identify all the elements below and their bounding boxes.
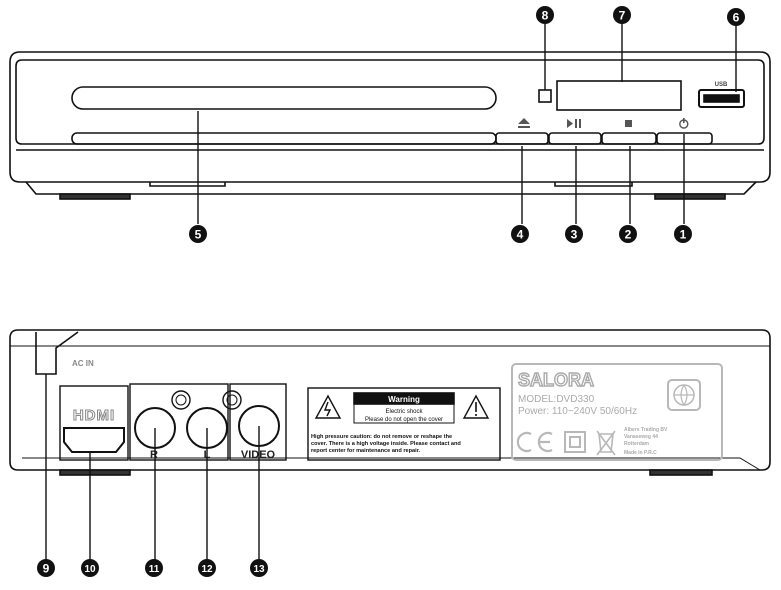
- hdmi-port: [63, 427, 125, 453]
- front-callout-lines: [197, 24, 737, 224]
- company-line-3: Rotterdam: [624, 441, 650, 447]
- ac-in-label: AC IN: [72, 359, 94, 368]
- disc-tray[interactable]: [71, 86, 497, 110]
- svg-text:10: 10: [84, 564, 96, 575]
- eject-button[interactable]: [495, 132, 549, 145]
- callout-2: 2: [619, 225, 637, 243]
- svg-text:4: 4: [517, 228, 524, 242]
- power-icon-ring: [679, 119, 689, 129]
- brand-logo: SALORA: [518, 370, 594, 390]
- warning-line-2: Please do not open the cover: [365, 417, 443, 423]
- caution-line-2: cover. There is a high voltage inside. P…: [311, 441, 461, 447]
- callout-13: 13: [250, 559, 268, 577]
- ac-in-cable: [35, 331, 79, 375]
- warning-line-1: Electric shock: [385, 409, 423, 415]
- svg-text:13: 13: [253, 564, 265, 575]
- callout-1: 1: [674, 225, 692, 243]
- weee-bin-icon: [596, 430, 616, 456]
- callout-7: 7: [613, 6, 631, 24]
- power-text: Power: 110~240V 50/60Hz: [518, 406, 637, 417]
- model-text: MODEL:DVD330: [518, 394, 595, 405]
- callout-5: 5: [189, 225, 207, 243]
- caution-line-3: report center for maintenance and repair…: [311, 448, 421, 454]
- remote-sensor: [538, 89, 552, 103]
- rating-plate: [511, 363, 723, 461]
- globe-icon: [667, 379, 701, 411]
- warning-triangle-right-icon: [462, 394, 490, 419]
- usb-port[interactable]: [698, 89, 745, 108]
- callout-8: 8: [536, 6, 554, 24]
- caution-line-1: High pressure caution: do not remove or …: [311, 434, 452, 440]
- warning-triangle-left-icon: [314, 394, 342, 419]
- rear-callout-lines: [45, 374, 260, 560]
- callout-6: 6: [727, 8, 745, 26]
- callout-4: 4: [511, 225, 529, 243]
- svg-text:5: 5: [195, 228, 202, 242]
- company-line-1: Albers Trading BV: [624, 427, 668, 433]
- rear-view: [9, 329, 771, 476]
- warning-label: [307, 387, 501, 461]
- made-in-text: Made in P.R.C: [624, 450, 657, 456]
- callout-9: 9: [37, 559, 55, 577]
- svg-text:2: 2: [625, 228, 632, 242]
- svg-text:6: 6: [733, 11, 740, 25]
- svg-text:1: 1: [680, 228, 687, 242]
- usb-label: USB: [715, 82, 728, 88]
- double-insulation-icon: [564, 431, 586, 453]
- callout-11: 11: [145, 559, 163, 577]
- audio-r-label: R: [150, 449, 158, 461]
- ce-mark-icon: [516, 431, 553, 453]
- display-window: [556, 80, 682, 111]
- callout-10: 10: [81, 559, 99, 577]
- play-pause-icon: [567, 119, 581, 128]
- svg-text:12: 12: [201, 564, 213, 575]
- play-pause-button[interactable]: [548, 132, 602, 145]
- svg-text:8: 8: [542, 9, 549, 23]
- stop-button[interactable]: [601, 132, 657, 145]
- front-view: [9, 51, 771, 200]
- video-label: VIDEO: [241, 449, 276, 461]
- svg-text:3: 3: [571, 228, 578, 242]
- callout-3: 3: [565, 225, 583, 243]
- warning-title: Warning: [388, 395, 420, 404]
- hdmi-label: HDMI: [73, 407, 115, 424]
- svg-text:7: 7: [619, 9, 626, 23]
- svg-text:9: 9: [43, 562, 50, 576]
- eject-icon: [518, 118, 530, 128]
- stop-icon: [625, 120, 632, 127]
- callout-12: 12: [198, 559, 216, 577]
- callout-badges: 1 2 3 4 5 6 7 8 9 10 11 12 13: [37, 6, 745, 577]
- button-icons: [518, 118, 689, 129]
- company-line-2: Vanaseweg 44: [624, 434, 658, 440]
- svg-text:11: 11: [149, 564, 160, 575]
